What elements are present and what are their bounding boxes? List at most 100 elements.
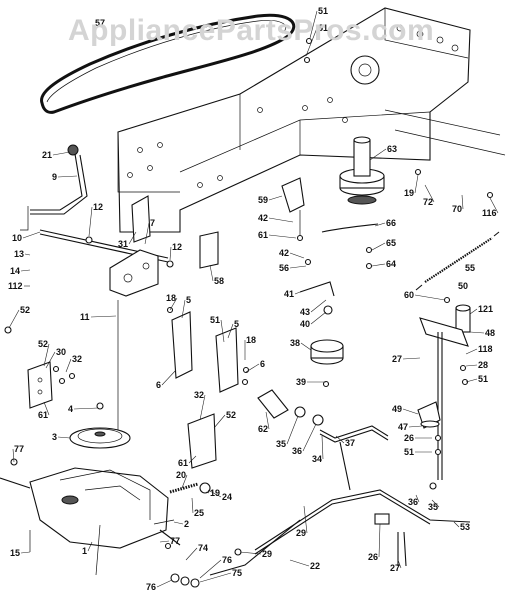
leader-c59 [268, 195, 283, 201]
callout-c75: 75 [232, 568, 242, 578]
callout-c57: 57 [95, 18, 105, 28]
leader-c35b [431, 499, 440, 508]
callout-c66: 66 [386, 218, 396, 228]
leader-c56 [289, 265, 307, 269]
callout-c35b: 35 [428, 502, 438, 512]
callout-c77a: 77 [14, 444, 24, 454]
leader-c22 [289, 559, 310, 567]
callout-c32b: 32 [194, 390, 204, 400]
pulley-63 [339, 136, 385, 205]
drive-belt-57 [40, 13, 296, 114]
mower-frame [117, 7, 506, 233]
leader-c20 [181, 474, 188, 489]
callout-c28: 28 [478, 360, 488, 370]
callout-c32a: 32 [72, 354, 82, 364]
washer-47 [420, 420, 440, 428]
leader-c64 [371, 263, 386, 267]
spring-20 [169, 482, 199, 494]
callout-c26b: 26 [368, 552, 378, 562]
callout-c15: 15 [10, 548, 20, 558]
idler-arm-66 [321, 223, 379, 233]
plate-58 [199, 231, 219, 269]
leader-c19b [205, 491, 210, 494]
leader-c52a [8, 309, 20, 329]
callout-leader-lines [8, 10, 499, 588]
leader-c4 [73, 407, 99, 410]
leader-c66 [374, 222, 386, 227]
leader-c53 [453, 521, 460, 528]
callout-c29b: 29 [262, 549, 272, 559]
callout-c14: 14 [10, 266, 20, 276]
leader-c19 [414, 174, 419, 194]
callout-c51c: 51 [210, 315, 220, 325]
transaxle-1 [0, 467, 181, 576]
callout-c47: 47 [398, 422, 408, 432]
leader-c24 [207, 489, 222, 498]
callout-c61a: 61 [258, 230, 268, 240]
leader-c29b [239, 551, 262, 555]
bracket-5b [215, 327, 239, 393]
leader-c6a [161, 369, 177, 386]
callout-c36b: 36 [408, 497, 418, 507]
callout-c51d: 51 [478, 374, 488, 384]
leader-c116 [489, 197, 499, 214]
callout-c7: 7 [150, 218, 155, 228]
callout-c58: 58 [214, 276, 224, 286]
callout-c39: 39 [296, 377, 306, 387]
washer-24 [199, 482, 211, 494]
callout-c31: 31 [118, 239, 128, 249]
bracket-61 [187, 413, 217, 469]
callout-c19: 19 [404, 188, 414, 198]
leader-c38 [300, 342, 312, 351]
callout-c27b: 27 [390, 563, 400, 573]
callout-c70: 70 [452, 204, 462, 214]
callout-c3: 3 [52, 432, 57, 442]
leader-c12b [169, 246, 172, 261]
leader-c52c [213, 414, 226, 429]
callout-c24: 24 [222, 492, 232, 502]
callout-c18a: 18 [166, 293, 176, 303]
callout-c11: 11 [80, 312, 90, 322]
callout-c5a: 5 [186, 295, 191, 305]
callout-c10: 10 [12, 233, 22, 243]
leader-c26b [378, 523, 381, 558]
arm-assembly-48 [419, 304, 471, 480]
callout-c37: 37 [345, 438, 355, 448]
leader-c3 [57, 436, 71, 439]
leader-c29a [303, 505, 308, 534]
leader-c5a [181, 299, 186, 319]
leader-c40 [310, 311, 327, 325]
leader-c37 [335, 435, 345, 444]
leader-c34 [321, 435, 324, 460]
leader-c32a [65, 358, 72, 373]
leader-c2 [173, 521, 184, 525]
leader-c27b [397, 559, 402, 569]
leader-c77a [12, 448, 15, 463]
leader-c14 [20, 269, 31, 272]
leader-c43 [310, 299, 327, 313]
leader-c74 [185, 547, 198, 561]
leader-c48 [469, 331, 485, 334]
bushing-26 [374, 513, 390, 525]
callout-c52b: 52 [38, 339, 48, 349]
callout-c43: 43 [300, 307, 310, 317]
leader-c51d [465, 378, 478, 383]
leader-c49 [402, 408, 419, 415]
callout-c9: 9 [52, 172, 57, 182]
callout-c76b: 76 [146, 582, 156, 592]
leader-c51b [305, 27, 318, 57]
leader-c118 [465, 348, 478, 355]
callout-c61b: 61 [38, 410, 48, 420]
bolt-27 [397, 531, 407, 567]
callout-c34: 34 [312, 454, 322, 464]
callout-c61c: 61 [178, 458, 188, 468]
callout-c52a: 52 [20, 305, 30, 315]
leader-c42a [268, 217, 294, 223]
rod-28 [254, 489, 471, 551]
leader-c7 [144, 222, 150, 245]
leader-c76a [199, 559, 222, 579]
leader-c28 [465, 364, 478, 367]
callout-c51e: 51 [404, 447, 414, 457]
